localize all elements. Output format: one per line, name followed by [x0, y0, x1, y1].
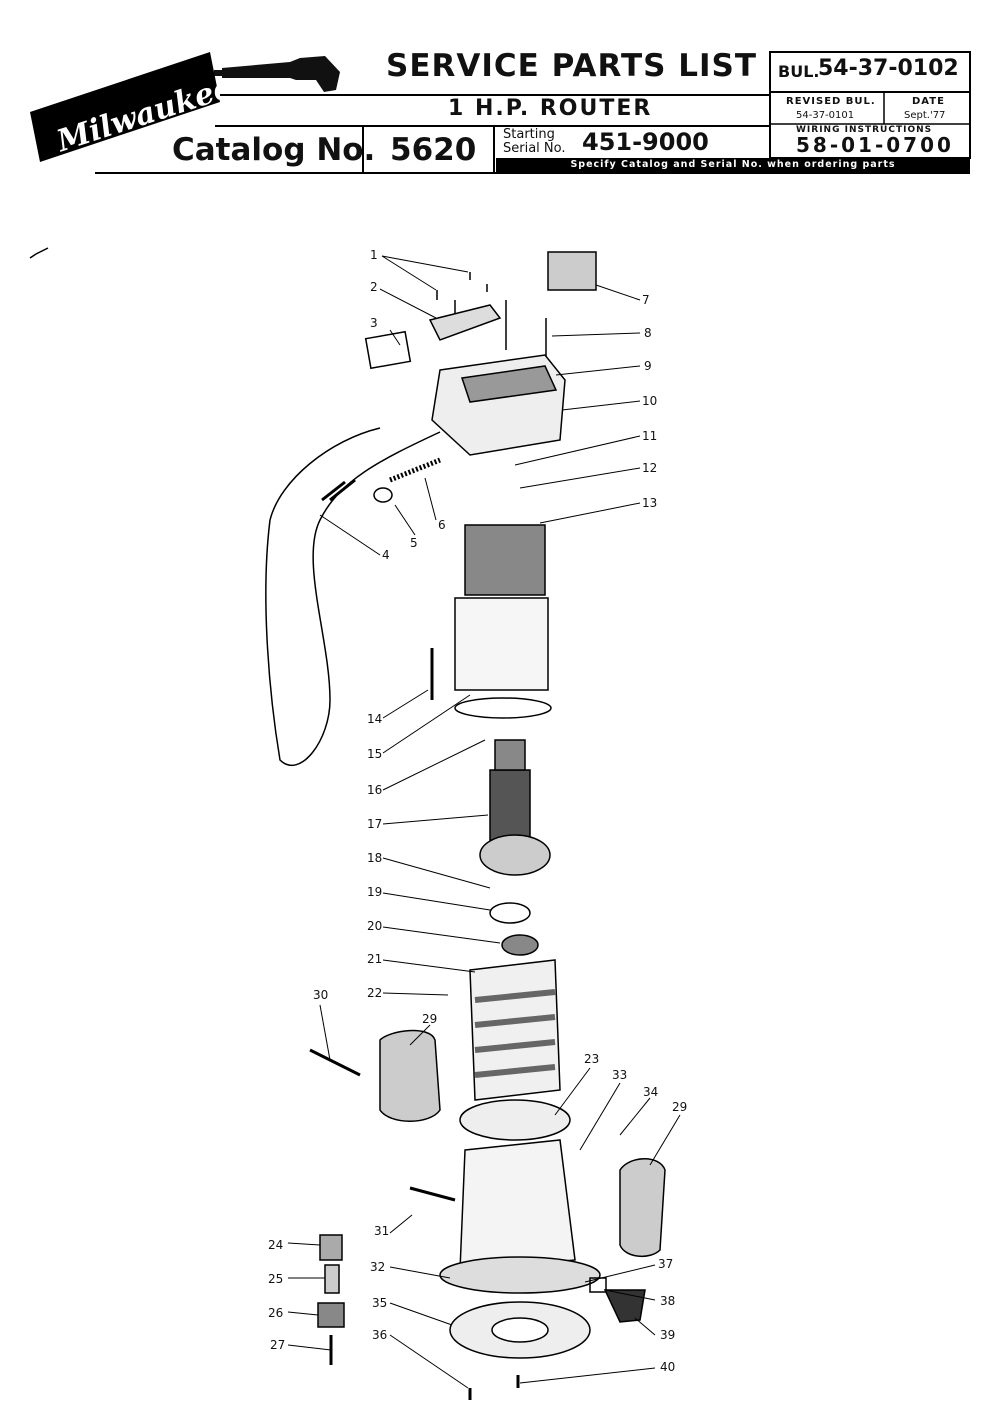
- baffle-part: [454, 697, 552, 719]
- callout-9: 9: [644, 359, 652, 373]
- collet-nut-part: [317, 1302, 345, 1328]
- field-part: [464, 524, 546, 596]
- bearing-part: [373, 487, 393, 503]
- callout-8: 8: [644, 326, 652, 340]
- serial-number: 451-9000: [582, 128, 709, 156]
- callout-27: 27: [270, 1338, 286, 1352]
- callout-37: 37: [658, 1257, 674, 1271]
- leader-lines: [287, 255, 681, 1389]
- label-part: [364, 330, 412, 370]
- catalog-label: Catalog No.: [172, 132, 376, 168]
- motor-housing-part: [454, 597, 549, 691]
- callout-34: 34: [643, 1085, 659, 1099]
- callout-33: 33: [612, 1068, 628, 1082]
- callout-10: 10: [642, 394, 658, 408]
- handle-part-left: [379, 1029, 441, 1122]
- date-label: DATE: [912, 96, 945, 107]
- callout-19: 19: [367, 885, 383, 899]
- base-part: [459, 1139, 576, 1271]
- callout-21: 21: [367, 952, 383, 966]
- callout-4: 4: [382, 548, 390, 562]
- callout-13: 13: [642, 496, 658, 510]
- callout-6: 6: [438, 518, 446, 532]
- callout-32: 32: [370, 1260, 386, 1274]
- callout-18: 18: [367, 851, 383, 865]
- revised-label: REVISED BUL.: [786, 96, 876, 107]
- ordering-note: Specify Catalog and Serial No. when orde…: [496, 158, 970, 172]
- callout-24: 24: [268, 1238, 284, 1252]
- callout-14: 14: [367, 712, 383, 726]
- catalog-number: 5620: [390, 132, 477, 168]
- stud-part: [309, 1048, 361, 1077]
- check-mark-icon: [29, 247, 49, 259]
- knob-part: [603, 1289, 646, 1323]
- callout-1: 1: [370, 248, 378, 262]
- callout-2: 2: [370, 280, 378, 294]
- callout-29-right: 29: [672, 1100, 688, 1114]
- callout-39: 39: [660, 1328, 676, 1342]
- plate-part: [428, 304, 502, 341]
- adjusting-ring-part: [459, 1099, 571, 1141]
- spindle-nut-part: [319, 1234, 343, 1261]
- spacer-part: [589, 1277, 607, 1293]
- callout-30: 30: [313, 988, 329, 1002]
- callout-5: 5: [410, 536, 418, 550]
- spring-part: [389, 457, 441, 483]
- callout-11: 11: [642, 429, 658, 443]
- serial-label: Serial No.: [503, 141, 566, 156]
- drill-icon: [214, 56, 340, 92]
- date-value: Sept.'77: [904, 110, 946, 121]
- revised-value: 54-37-0101: [796, 110, 855, 121]
- callout-25: 25: [268, 1272, 284, 1286]
- callout-40: 40: [660, 1360, 676, 1374]
- callout-23: 23: [584, 1052, 600, 1066]
- ball-bearing-part: [501, 934, 539, 956]
- callout-15: 15: [367, 747, 383, 761]
- callout-22: 22: [367, 986, 383, 1000]
- collet-part: [324, 1264, 340, 1294]
- callout-38: 38: [660, 1294, 676, 1308]
- callout-3: 3: [370, 316, 378, 330]
- screw-part-31: [409, 1186, 456, 1202]
- handle-part-right: [619, 1158, 666, 1257]
- page-title: SERVICE PARTS LIST: [386, 48, 757, 84]
- milwaukee-logo: Milwaukee: [30, 52, 220, 162]
- wiring-label: WIRING INSTRUCTIONS: [796, 125, 933, 135]
- callout-26: 26: [268, 1306, 284, 1320]
- starting-label: Starting: [503, 127, 555, 142]
- gear-case-part: [469, 959, 561, 1101]
- starting-serial-label: Starting Serial No.: [503, 128, 566, 156]
- bulletin-label: BUL.: [778, 62, 820, 81]
- callout-12: 12: [642, 461, 658, 475]
- callout-31: 31: [374, 1224, 390, 1238]
- callout-29-left: 29: [422, 1012, 438, 1026]
- bulletin-number: 54-37-0102: [818, 56, 959, 81]
- callout-16: 16: [367, 783, 383, 797]
- callout-20: 20: [367, 919, 383, 933]
- callout-7: 7: [642, 293, 650, 307]
- callout-35: 35: [372, 1296, 388, 1310]
- washer-part: [489, 902, 531, 924]
- callout-36: 36: [372, 1328, 388, 1342]
- callout-17: 17: [367, 817, 383, 831]
- wiring-value: 58-01-0700: [796, 133, 954, 157]
- product-name: 1 H.P. ROUTER: [448, 96, 653, 121]
- armature-part: [489, 769, 531, 841]
- switch-part: [547, 251, 597, 291]
- header-rules: [95, 51, 971, 174]
- power-cord-part: [265, 427, 441, 767]
